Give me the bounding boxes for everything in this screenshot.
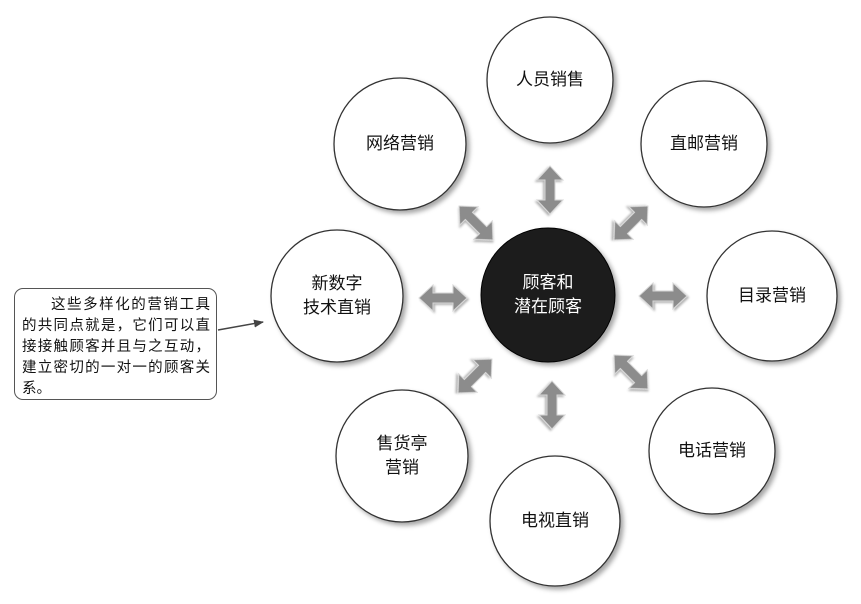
- channel-circle-kiosk: [335, 389, 469, 523]
- channel-circle-tv-direct: [489, 455, 621, 587]
- channel-circle-catalog: [706, 230, 838, 362]
- double-arrow-kiosk: [457, 358, 493, 394]
- hub-label: 顾客和 潜在顾客: [514, 273, 582, 317]
- channel-label-telephone: 电话营销: [678, 441, 746, 461]
- channel-label-kiosk: 售货亭 营销: [376, 434, 428, 478]
- callout-pointer-arrow: [217, 319, 264, 331]
- channel-circle-telephone: [648, 387, 776, 515]
- channel-label-online: 网络营销: [366, 134, 434, 154]
- channel-label-new-digital: 新数字 技术直销: [303, 274, 371, 318]
- channel-circle-new-digital: [270, 229, 404, 363]
- channel-circle-direct-mail: [640, 80, 768, 208]
- double-arrow-tv-direct: [537, 380, 567, 430]
- double-arrow-online: [458, 205, 494, 241]
- double-arrow-new-digital: [418, 283, 468, 313]
- channel-circle-online: [333, 77, 467, 211]
- double-arrow-direct-mail: [613, 205, 649, 241]
- channel-label-direct-mail: 直邮营销: [670, 134, 738, 154]
- channel-label-personal-selling: 人员销售: [516, 70, 584, 90]
- channel-circle-personal-selling: [486, 16, 614, 144]
- channel-label-catalog: 目录营销: [738, 286, 806, 306]
- callout-text: 这些多样化的营销工具的共同点就是，它们可以直接接触顾客并且与之互动，建立密切的一…: [22, 297, 210, 397]
- channel-label-tv-direct: 电视直销: [521, 511, 589, 531]
- callout-box: 这些多样化的营销工具的共同点就是，它们可以直接接触顾客并且与之互动，建立密切的一…: [14, 288, 217, 400]
- double-arrow-telephone: [613, 354, 649, 390]
- hub-circle: [480, 227, 616, 363]
- double-arrow-catalog: [638, 281, 688, 311]
- double-arrow-personal-selling: [535, 165, 565, 215]
